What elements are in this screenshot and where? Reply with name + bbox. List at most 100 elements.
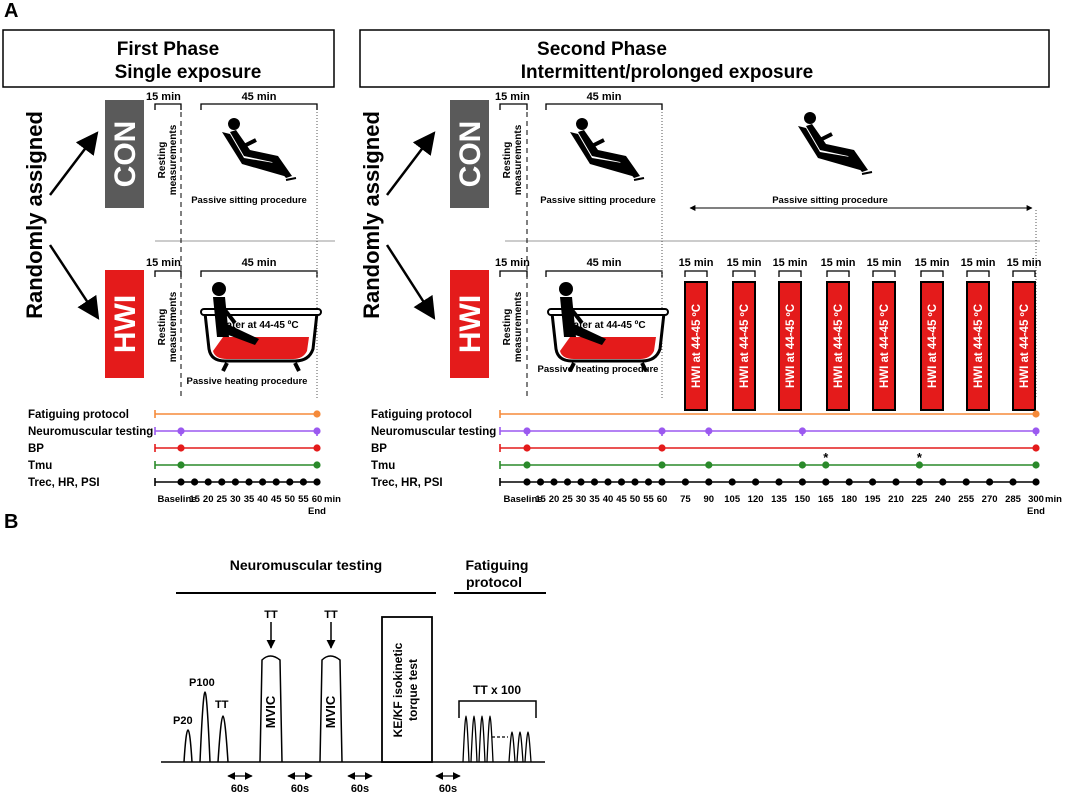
p20-twitch (183, 729, 193, 763)
trec-marker-p2-11 (681, 478, 690, 486)
tick-label-p1-3: 25 (217, 494, 228, 505)
hwi-session-duration-4: 15 min (821, 257, 856, 269)
fatiguing-protocol-marker-2 (1032, 410, 1040, 418)
tick-label-p2-4: 30 (576, 494, 587, 505)
tmu-marker-p2-1 (658, 461, 666, 469)
tmu-marker-p1-0 (177, 461, 185, 469)
tick-label-p1-10: 60 (312, 494, 323, 505)
tmu-marker-p2-2 (705, 461, 713, 469)
trec-marker-p2-24 (986, 478, 994, 486)
end-label-1: End (308, 506, 326, 517)
con-label-1: CON (109, 121, 142, 188)
hwi-session-bracket-5 (872, 270, 896, 277)
hwi-session-label-4: HWI at 44-45 ºC (833, 304, 845, 388)
ttx100-bracket (458, 700, 537, 718)
bp-marker-p1-1 (313, 444, 321, 452)
hwi-session-label-7: HWI at 44-45 ºC (973, 304, 985, 388)
p100-label: P100 (189, 677, 215, 689)
trec-marker-p2-19 (869, 478, 877, 486)
hwi-session-duration-8: 15 min (1007, 257, 1042, 269)
hwi-box-1 (105, 270, 144, 378)
tick-label-p1-1: 15 (189, 494, 200, 505)
tick-label-p2-19: 195 (865, 494, 882, 505)
trec-hr-psi-label-1: Trec, HR, PSI (28, 477, 100, 489)
trec-marker-p2-0 (523, 478, 531, 486)
hwi-session-box-7 (966, 281, 990, 411)
bracket-15min-con-2 (499, 103, 528, 110)
end-label-2: End (1027, 506, 1045, 517)
tick-label-p2-23: 255 (958, 494, 975, 505)
nm-testing-marker-p2-0 (523, 427, 531, 435)
p20-label: P20 (173, 715, 193, 727)
hwi-session-bracket-1 (684, 270, 708, 277)
water-label-2: Water at 44-45 ºC (564, 320, 645, 331)
phase1-box (2, 29, 335, 88)
resting-label-con-2b: measurements (513, 124, 524, 195)
trec-marker-p2-7 (617, 478, 626, 486)
trec-marker-p2-5 (590, 478, 599, 486)
randomly-assigned-label-2: Randomly assigned (359, 111, 384, 319)
tick-label-p2-3: 25 (562, 494, 573, 505)
ttx100-twitch-7 (524, 731, 532, 763)
label-45min-con-1: 45 min (242, 91, 277, 103)
tick-label-p1-5: 35 (244, 494, 255, 505)
tick-label-p1-0: Baseline (157, 494, 196, 505)
phase1-title: First Phase (117, 39, 219, 60)
label-15min-con-2: 15 min (495, 91, 530, 103)
hwi-label-1: HWI (109, 295, 142, 353)
tick-label-p1-4: 30 (230, 494, 241, 505)
neuromuscular-testing-label-2: Neuromuscular testing (371, 426, 496, 438)
hwi-session-label-1: HWI at 44-45 ºC (691, 304, 703, 388)
bp-label-1: BP (28, 443, 44, 455)
tick-label-p2-10: 60 (657, 494, 668, 505)
bp-marker-p1-0 (177, 444, 185, 452)
bracket-15min-hwi-2 (499, 270, 528, 277)
passive-sitting-figure-1 (220, 116, 298, 182)
min-unit-2: min (1045, 494, 1062, 505)
tt-twitch (217, 715, 229, 763)
hwi-session-box-1 (684, 281, 708, 411)
hwi-session-duration-5: 15 min (867, 257, 902, 269)
hwi-session-bracket-8 (1012, 270, 1036, 277)
trec-marker-p2-25 (1009, 478, 1017, 486)
label-15min-con-1: 15 min (146, 91, 181, 103)
tmu-marker-p2-0 (523, 461, 531, 469)
hwi-session-duration-6: 15 min (915, 257, 950, 269)
trec-marker-p2-8 (631, 478, 639, 486)
hwi-session-duration-2: 15 min (727, 257, 762, 269)
tick-label-p2-11: 75 (680, 494, 691, 505)
trec-marker-p1-3 (218, 478, 226, 486)
hwi-session-duration-7: 15 min (961, 257, 996, 269)
nm-testing-marker-p2-3 (798, 427, 807, 435)
tick-label-p1-9: 55 (298, 494, 309, 505)
hwi-session-bracket-7 (966, 270, 990, 277)
asterisk-1: * (823, 450, 829, 465)
trec-marker-p2-12 (705, 478, 713, 486)
tick-label-p2-0: Baseline (503, 494, 542, 505)
water-label-1: Water at 44-45 ºC (217, 320, 298, 331)
tick-label-p2-15: 135 (771, 494, 788, 505)
isokinetic-label-2: torque test (406, 659, 420, 721)
passive-heating-label-2: Passive heating procedure (538, 364, 659, 375)
tick-label-p2-16: 150 (794, 494, 810, 505)
panel-b-label: B (4, 511, 18, 533)
fatiguing-header-1: Fatiguing (466, 557, 529, 573)
arrow-to-hwi-1 (48, 244, 100, 320)
trec-marker-p2-4 (577, 478, 585, 486)
label-45min-hwi-2: 45 min (587, 257, 622, 269)
trec-marker-p2-3 (563, 478, 572, 486)
ttx100-twitch-4 (486, 715, 494, 763)
tick-label-p2-25: 285 (1005, 494, 1022, 505)
hwi-session-duration-1: 15 min (679, 257, 714, 269)
tick-label-p2-9: 55 (643, 494, 654, 505)
hwi-session-label-8: HWI at 44-45 ºC (1019, 304, 1031, 388)
hwi-session-box-5 (872, 281, 896, 411)
trec-marker-p2-2 (550, 478, 558, 486)
nm-testing-marker-p1-0 (177, 427, 185, 435)
randomly-assigned-label-1: Randomly assigned (22, 111, 47, 319)
tick-label-p1-8: 50 (285, 494, 296, 505)
trec-marker-p1-0 (177, 478, 185, 486)
tick-label-p2-14: 120 (748, 494, 764, 505)
